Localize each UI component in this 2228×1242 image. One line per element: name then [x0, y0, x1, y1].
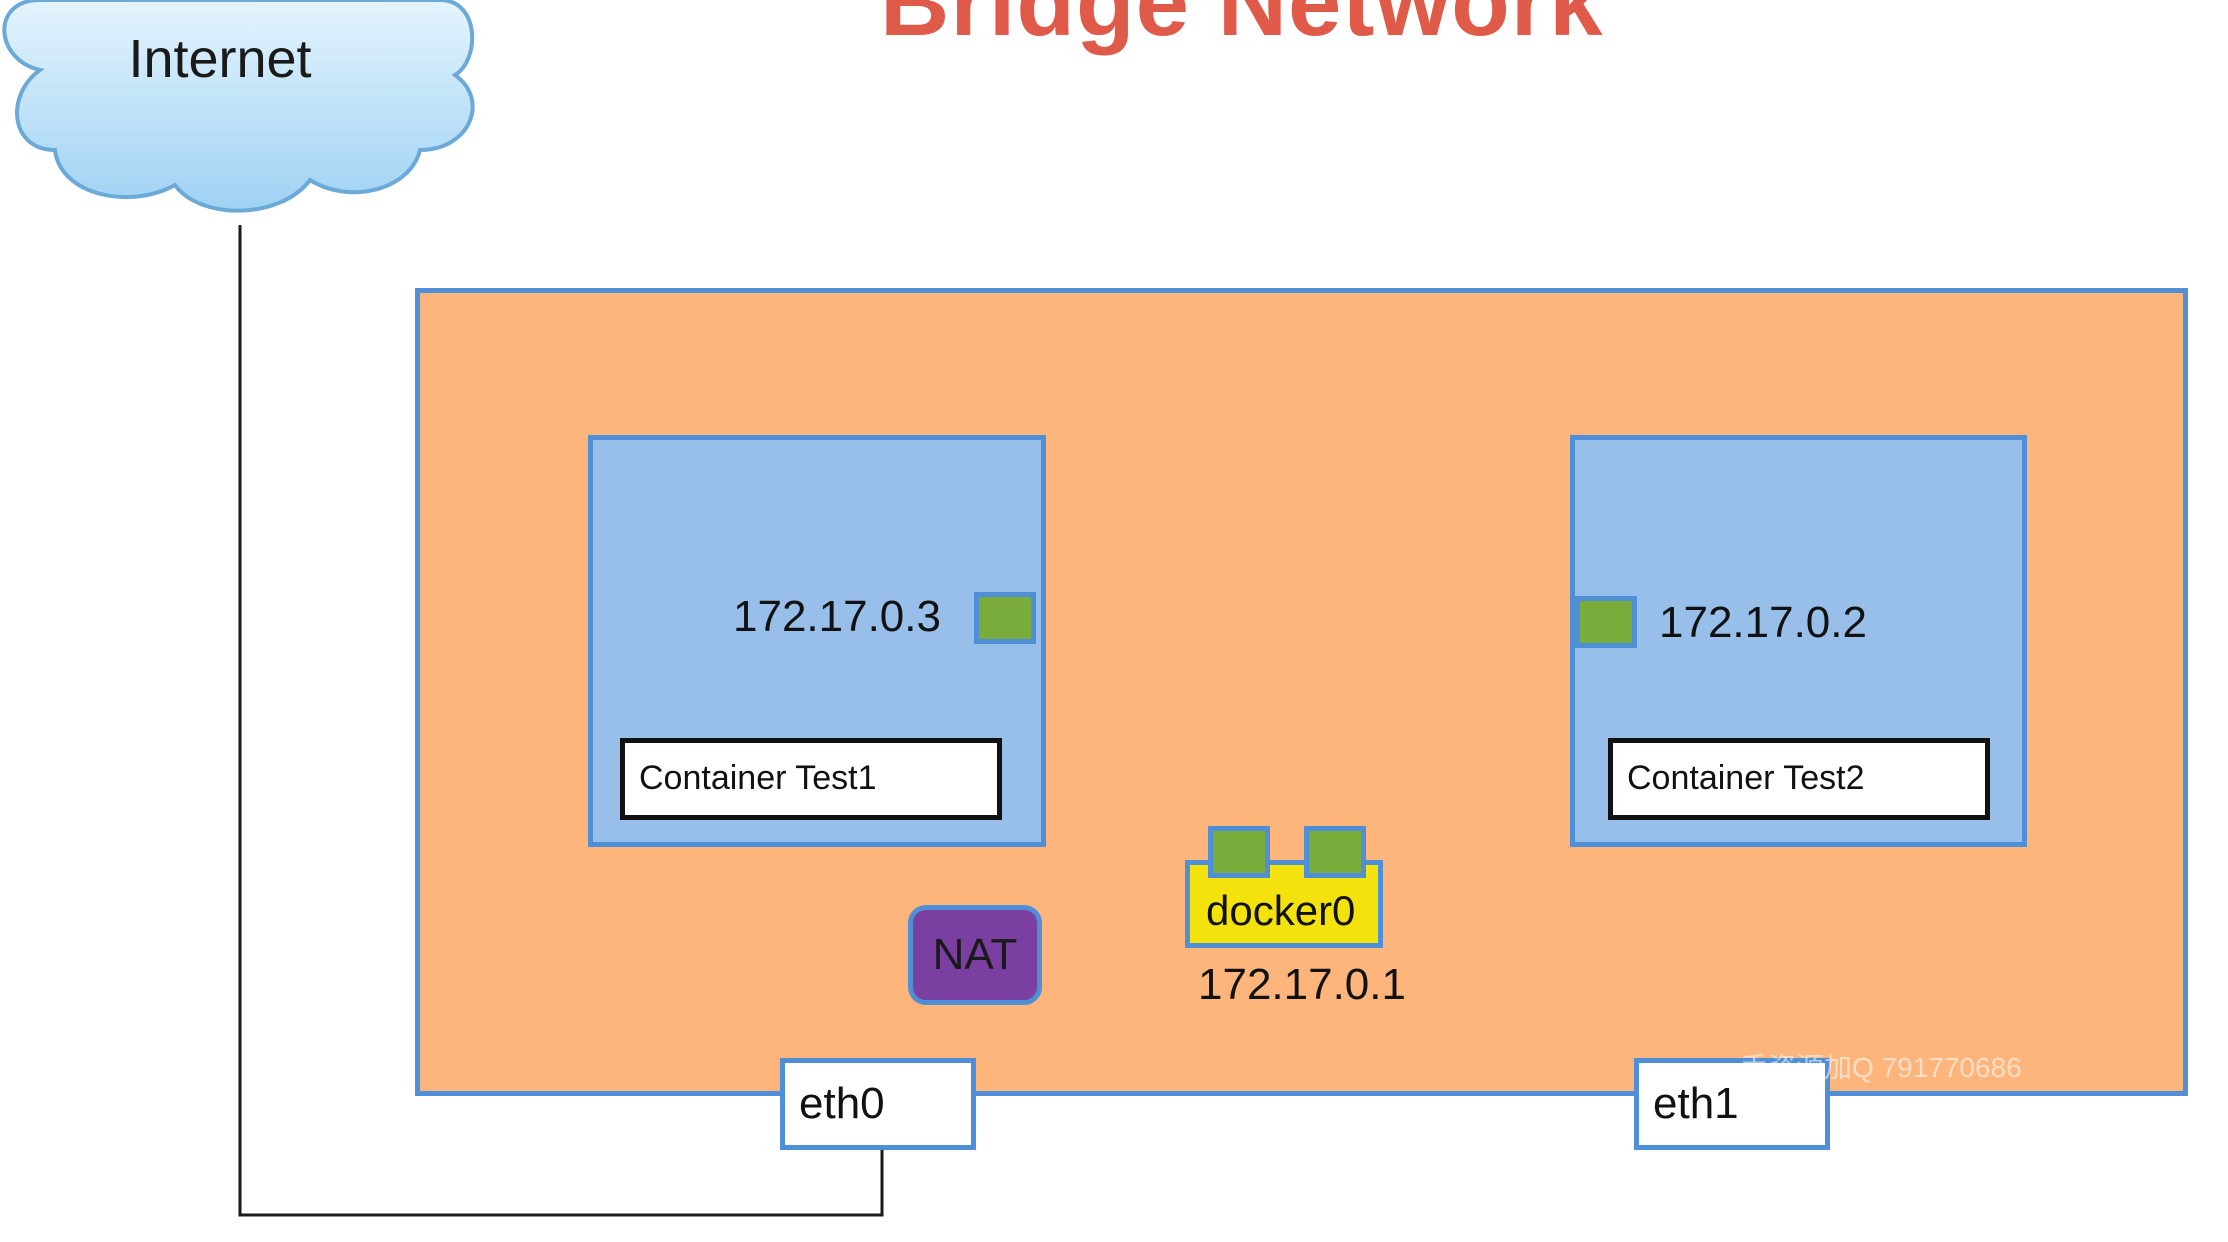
container-test1-port [974, 592, 1036, 644]
container-test2-ip: 172.17.0.2 [1659, 598, 1867, 647]
container-test2-label: Container Test2 [1608, 738, 1990, 820]
page-title: Bridge Network [880, 0, 1604, 56]
eth0-interface: eth0 [780, 1058, 976, 1150]
docker0-port-left [1208, 826, 1270, 878]
watermark: 一手资源加Q 791770686 [1712, 1052, 2022, 1083]
container-test1-ip: 172.17.0.3 [733, 592, 941, 641]
link-internet-eth0 [238, 225, 884, 1217]
docker0-ip: 172.17.0.1 [1198, 960, 1406, 1009]
internet-cloud-icon [2, 0, 475, 213]
eth1-interface: eth1 [1634, 1058, 1830, 1150]
nat-box: NAT [908, 905, 1042, 1005]
container-test1-label: Container Test1 [620, 738, 1002, 820]
internet-label: Internet [128, 29, 312, 89]
container-test2-port [1575, 596, 1637, 648]
docker0-port-right [1304, 826, 1366, 878]
